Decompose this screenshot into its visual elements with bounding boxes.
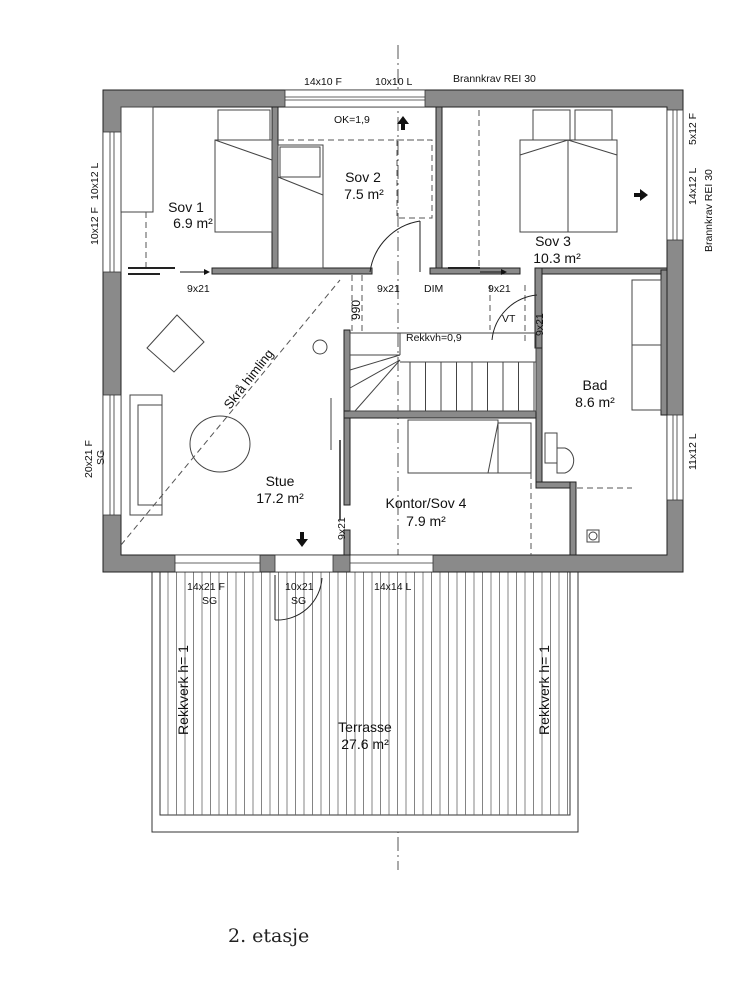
window-label: 11x12 L [687, 433, 699, 470]
railing-label: Rekkverk h= 1 [536, 645, 552, 735]
vt-label: VT [502, 313, 516, 325]
room-area: 17.2 m² [256, 490, 304, 506]
room-name: Bad [583, 377, 608, 393]
door-label: 9x21 [336, 517, 348, 540]
sofa [129, 394, 163, 516]
door-label: 9x21 [534, 313, 546, 336]
room-name: Terrasse [338, 719, 392, 735]
dim-label: DIM [424, 283, 443, 295]
arrows [180, 116, 648, 547]
fire-rating-label: Brannkrav REI 30 [453, 73, 536, 85]
room-area: 8.6 m² [575, 394, 615, 410]
stairs [349, 275, 537, 412]
bed-sov2 [277, 144, 324, 269]
room-area: 7.5 m² [344, 186, 384, 202]
arrow-right-icon [634, 189, 648, 201]
room-name: Sov 1 [168, 199, 204, 215]
window-label: SG [202, 595, 217, 607]
windows [102, 89, 684, 573]
bed-sov1 [214, 139, 273, 233]
terrace [151, 571, 579, 833]
window-label: 10x12 L [89, 162, 101, 200]
furniture [120, 106, 662, 555]
door-label: 9x21 [488, 283, 511, 295]
window-label: 14x12 L [687, 167, 699, 205]
window-label: 20x21 F [83, 440, 95, 478]
table [189, 415, 251, 473]
room-name: Sov 2 [345, 169, 381, 185]
railing-label: Rekkverk h= 1 [175, 645, 191, 735]
interior-walls [211, 106, 668, 556]
door-label: 9x21 [187, 283, 210, 295]
window-label: SG [95, 450, 107, 465]
arrow-right-icon [501, 269, 507, 275]
arrow-down-icon [296, 532, 308, 547]
door-label: 9x21 [377, 283, 400, 295]
room-name: Sov 3 [535, 233, 571, 249]
floor-title: 2. etasje [228, 925, 310, 947]
toilet [556, 447, 575, 474]
window-label: 5x12 F [687, 113, 699, 145]
window-label: 10x21 [285, 581, 314, 593]
window-label: 10x12 F [89, 207, 101, 245]
room-area: 10.3 m² [533, 250, 581, 266]
pillow [217, 109, 271, 141]
room-name: Kontor/Sov 4 [386, 495, 467, 511]
room-area: 7.9 m² [406, 513, 446, 529]
room-name: Stue [266, 473, 295, 489]
room-area: 6.9 m² [173, 215, 213, 231]
window-label: 14x10 F [304, 76, 342, 88]
armchair [146, 314, 205, 373]
fire-rating-label: Brannkrav REI 30 [703, 169, 715, 252]
stair-label: 990 [349, 300, 363, 320]
wardrobe-sov1 [120, 106, 154, 213]
window-label: 14x21 F [187, 581, 225, 593]
railing-height-label: Rekkvh=0,9 [406, 332, 462, 344]
ok-label: OK=1,9 [334, 114, 370, 126]
bed-kontor [407, 419, 499, 474]
door-swings [128, 220, 538, 621]
room-area: 27.6 m² [341, 736, 389, 752]
window-label: SG [291, 595, 306, 607]
arrow-right-icon [204, 269, 210, 275]
arrow-up-icon [397, 116, 409, 130]
window-label: 14x14 L [374, 581, 412, 593]
sloped-ceiling-label: Skrå himling [221, 346, 277, 412]
window-label: 10x10 L [375, 76, 413, 88]
